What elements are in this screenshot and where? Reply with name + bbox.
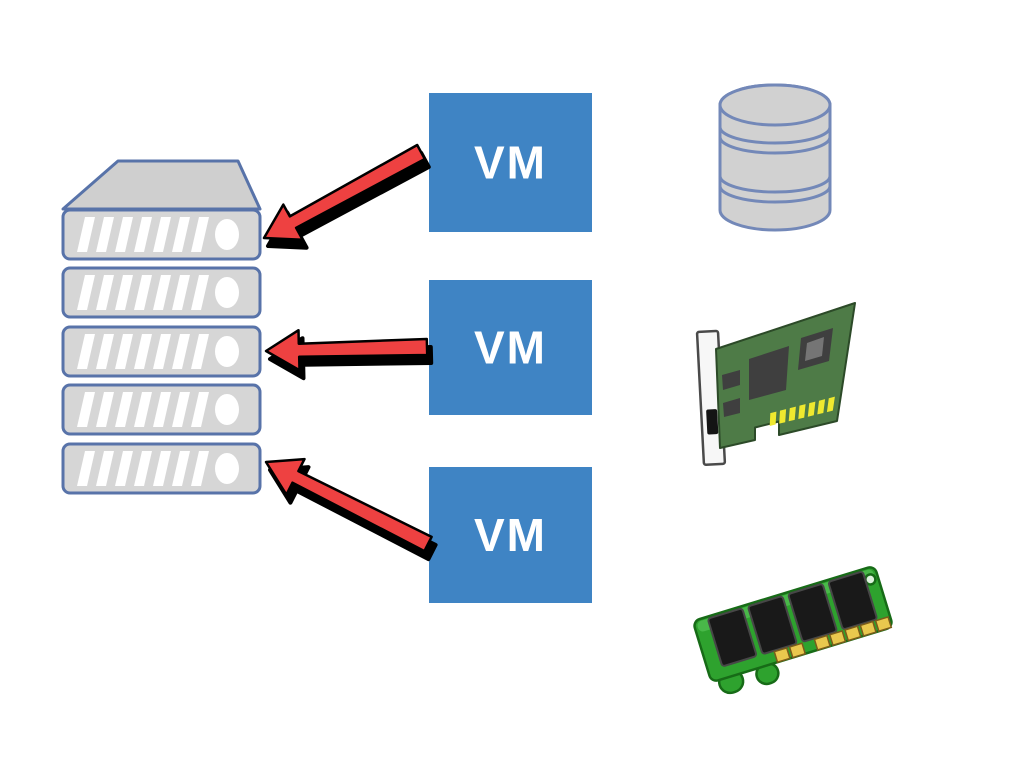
ram-pin xyxy=(813,634,832,651)
database-band xyxy=(718,175,832,194)
nic-pad xyxy=(817,399,826,415)
nic-pad xyxy=(769,411,777,426)
vent-stripe xyxy=(172,334,190,369)
ram-pin xyxy=(859,620,877,637)
ram-pin xyxy=(788,642,807,659)
vent-stripe xyxy=(134,451,152,486)
power-led xyxy=(215,394,239,425)
nic-chip-medium-core xyxy=(805,337,824,361)
ram-contact-pins xyxy=(773,615,893,664)
database-icon xyxy=(718,83,832,232)
arrow-vm-1-to-server-bay-1 xyxy=(262,143,431,250)
vent-stripe xyxy=(77,451,95,486)
vm-label: VM xyxy=(474,137,547,189)
vent-stripe xyxy=(115,217,133,252)
ram-chip xyxy=(707,607,758,667)
ram-chip xyxy=(827,571,878,630)
power-led xyxy=(215,336,239,367)
vent-stripe xyxy=(191,334,209,369)
server-bay-2 xyxy=(61,266,262,319)
vent-stripe xyxy=(77,392,95,427)
nic-pad xyxy=(798,404,806,419)
power-led xyxy=(215,277,239,308)
nic-port xyxy=(706,409,719,435)
arrow-vm-2-to-server-bay-3 xyxy=(264,328,434,381)
vent-stripe xyxy=(96,334,114,369)
arrow-body xyxy=(264,328,429,372)
database-band xyxy=(718,185,832,204)
arrow-vm-3-to-server-bay-5 xyxy=(264,457,438,562)
vent-stripe xyxy=(96,217,114,252)
nic-pad xyxy=(779,409,787,424)
vent-stripe xyxy=(134,334,152,369)
nic-chip-small xyxy=(723,398,740,417)
vent-stripe xyxy=(115,451,133,486)
vent-stripe xyxy=(134,275,152,310)
vent-stripe xyxy=(96,275,114,310)
vent-stripe xyxy=(191,217,209,252)
arrow-body xyxy=(262,143,427,241)
vent-stripe xyxy=(134,217,152,252)
vent-stripe xyxy=(77,334,95,369)
vm-box-2: VM xyxy=(429,280,592,415)
vent-stripe xyxy=(153,392,171,427)
vent-stripe xyxy=(172,451,190,486)
ram-chip xyxy=(787,583,838,643)
server-bay-1 xyxy=(61,208,262,261)
ram-pin xyxy=(828,629,847,647)
vent-stripe xyxy=(172,392,190,427)
vent-stripe xyxy=(172,217,190,252)
vm-box-3: VM xyxy=(429,467,592,603)
ram-chips xyxy=(707,571,878,667)
memory-module-icon xyxy=(693,566,893,695)
database-band xyxy=(718,136,832,155)
network-card-icon xyxy=(695,302,856,466)
vent-stripe xyxy=(153,275,171,310)
vm-label: VM xyxy=(474,509,547,561)
vent-stripe xyxy=(115,275,133,310)
vent-stripe xyxy=(191,392,209,427)
server-rack-icon xyxy=(61,159,262,495)
arrow-body xyxy=(264,457,433,553)
vent-stripe xyxy=(134,392,152,427)
nic-pad xyxy=(807,401,816,417)
server-top-panel xyxy=(61,159,262,211)
power-led xyxy=(215,453,239,484)
nic-chip-large xyxy=(749,346,789,400)
vent-stripe xyxy=(77,217,95,252)
nic-pad xyxy=(826,396,835,413)
ram-chip xyxy=(747,595,798,655)
ram-pin xyxy=(874,615,893,633)
vm-box-rect xyxy=(429,93,592,232)
server-bay-4 xyxy=(61,383,262,436)
vent-stripe xyxy=(153,451,171,486)
vent-stripe xyxy=(115,334,133,369)
vent-stripe xyxy=(77,275,95,310)
server-bay-3 xyxy=(61,325,262,378)
ram-pin xyxy=(844,625,862,642)
vm-label: VM xyxy=(474,322,547,374)
vent-stripe xyxy=(191,275,209,310)
database-top xyxy=(718,83,832,127)
nic-contact-pads xyxy=(769,396,835,426)
database-band xyxy=(718,126,832,145)
vm-box-rect xyxy=(429,467,592,603)
vent-stripe xyxy=(191,451,209,486)
assignment-arrows xyxy=(262,143,438,562)
ram-pin xyxy=(773,646,791,664)
nic-chip-small xyxy=(722,370,740,390)
server-bay-5 xyxy=(61,442,262,495)
power-led xyxy=(215,219,239,250)
vm-boxes: VM VM VM xyxy=(429,93,592,603)
nic-pad xyxy=(788,406,796,422)
vent-stripe xyxy=(115,392,133,427)
vent-stripe xyxy=(96,451,114,486)
vent-stripe xyxy=(96,392,114,427)
vm-box-1: VM xyxy=(429,93,592,232)
vent-stripe xyxy=(172,275,190,310)
vent-stripe xyxy=(153,217,171,252)
vent-stripe xyxy=(153,334,171,369)
vm-box-rect xyxy=(429,280,592,415)
